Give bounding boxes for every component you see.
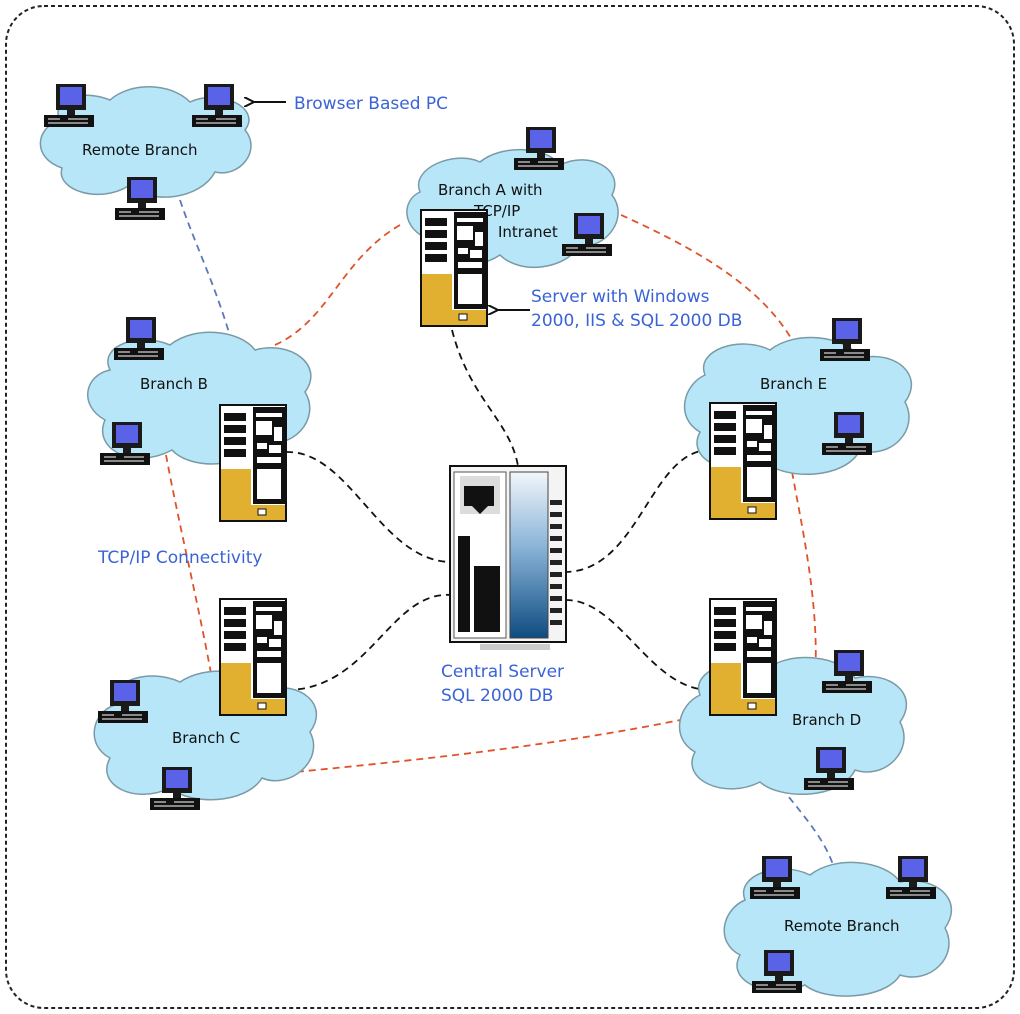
annotation-central-line2: SQL 2000 DB (441, 686, 553, 706)
cloud-label-branch-b: Branch B (140, 375, 208, 393)
link-server-b-to-central (285, 451, 451, 563)
annotation-browser-pc: Browser Based PC (294, 94, 448, 114)
link-branch-b-to-branch-c (165, 454, 215, 691)
annotation-server-line1: Server with Windows (531, 287, 710, 307)
diagram-frame (5, 5, 1015, 1009)
link-server-a-to-central (451, 329, 519, 467)
link-server-e-to-central (565, 449, 711, 573)
connection-links (165, 199, 839, 887)
server-icon-branch-e (709, 402, 777, 520)
annotation-tcpip: TCP/IP Connectivity (97, 548, 262, 568)
cloud-label-branch-a-line3: Intranet (498, 223, 558, 241)
link-branch-a-to-branch-e (609, 209, 801, 356)
server-icon-branch-d (709, 598, 777, 716)
cloud-remote-top (39, 86, 252, 198)
link-remote-top-to-branch-b (179, 199, 251, 421)
annotation-server-line2: 2000, IIS & SQL 2000 DB (531, 311, 742, 331)
server-icon-branch-c (219, 598, 287, 716)
link-branch-b-to-branch-a (274, 224, 401, 346)
server-icon-branch-a (420, 209, 488, 327)
cloud-label-branch-a-line1: Branch A with (438, 181, 543, 199)
annotation-central-line1: Central Server (441, 662, 564, 682)
central-server-icon (449, 465, 567, 651)
cloud-label-remote-top: Remote Branch (82, 141, 198, 159)
pc-icon (514, 127, 564, 170)
server-icon-branch-b (219, 404, 287, 522)
link-server-c-to-central (285, 594, 453, 691)
link-server-d-to-central (565, 599, 711, 691)
pc-icon (114, 317, 164, 360)
cloud-label-branch-c: Branch C (172, 729, 240, 747)
link-branch-c-to-branch-d (284, 717, 691, 774)
cloud-label-branch-d: Branch D (792, 711, 861, 729)
link-branch-e-to-branch-d (789, 459, 817, 681)
cloud-label-remote-bottom: Remote Branch (784, 917, 900, 935)
cloud-label-branch-e: Branch E (760, 375, 827, 393)
